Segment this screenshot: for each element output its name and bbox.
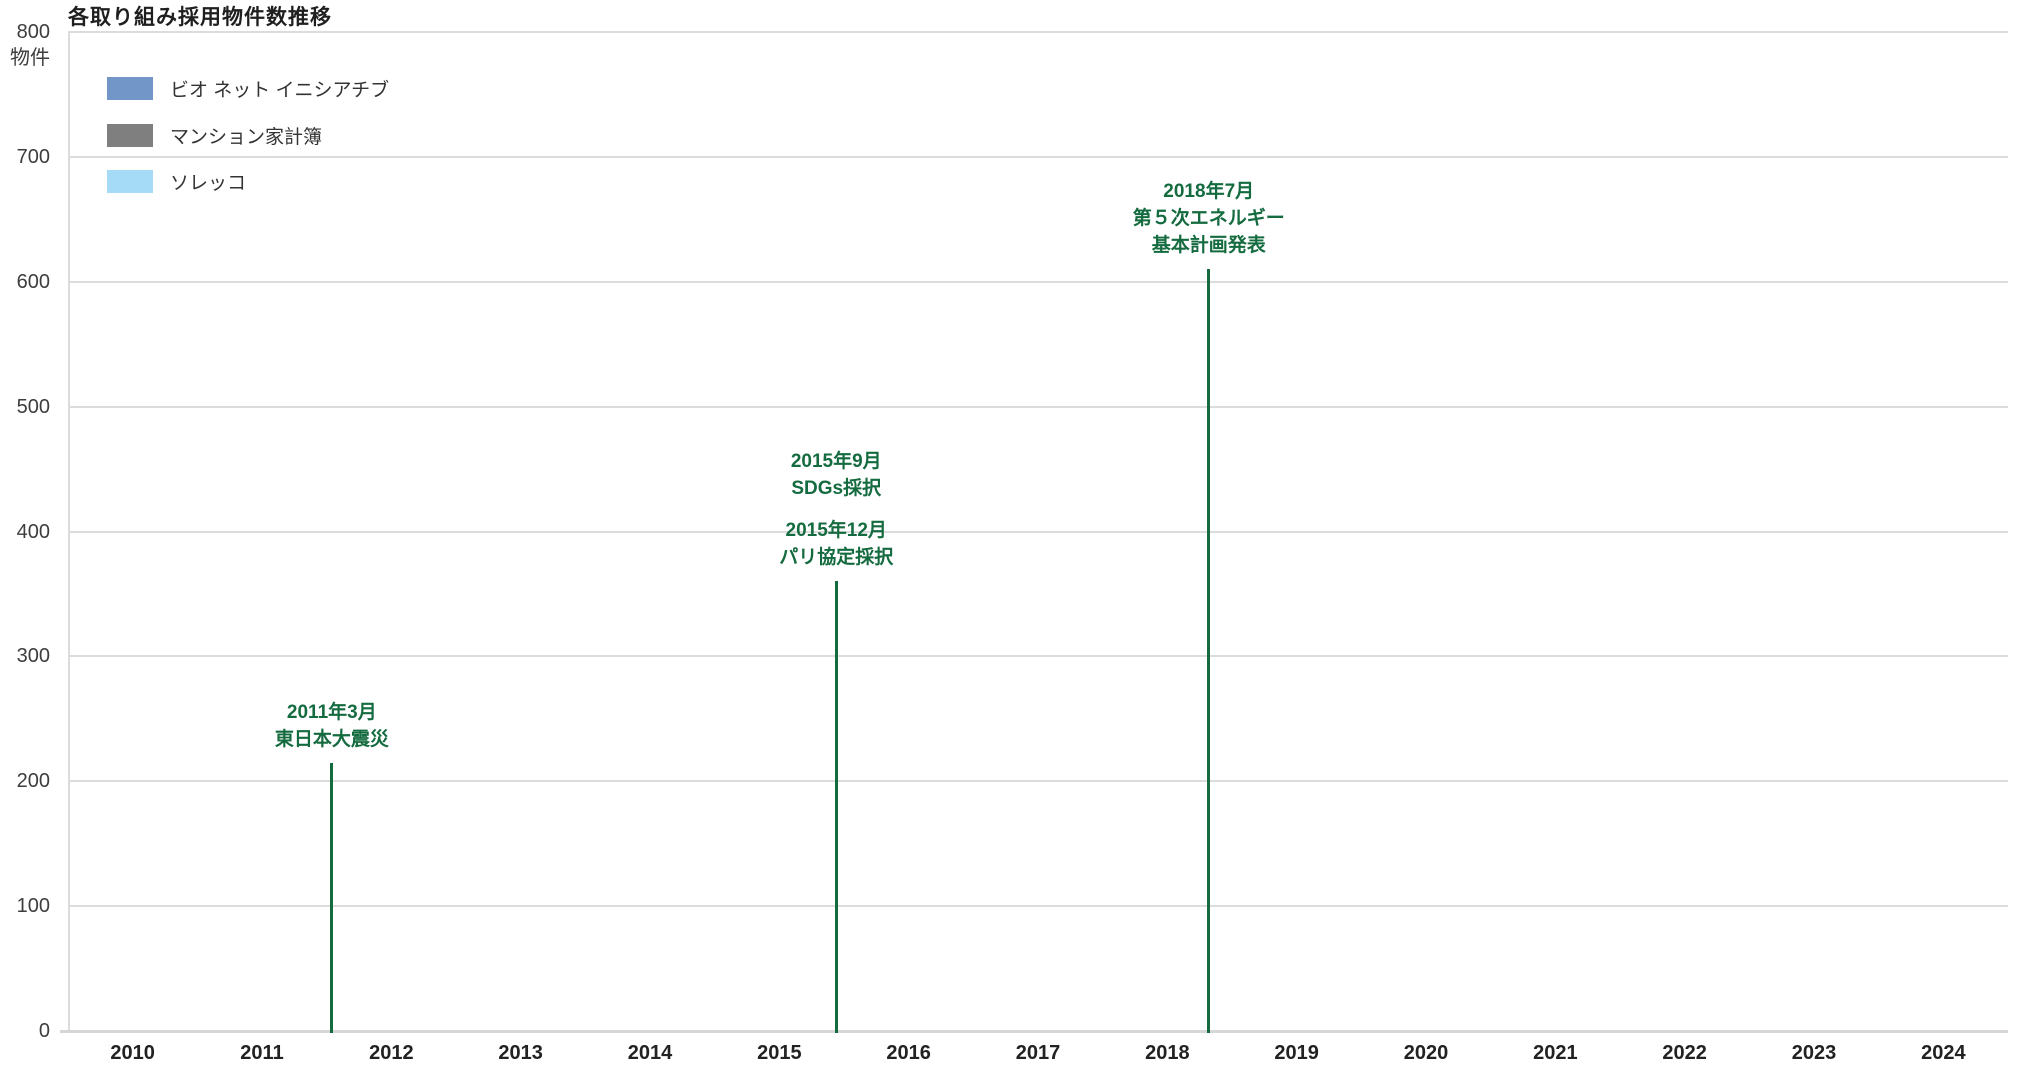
x-tick-label: 2015 <box>757 1042 802 1064</box>
gridline <box>68 405 2008 408</box>
legend-label: マンション家計簿 <box>170 127 323 148</box>
event-annotation-text: パリ協定採択 <box>779 547 894 569</box>
x-axis-line <box>60 1030 2008 1033</box>
y-tick-label: 600 <box>16 270 50 293</box>
event-annotation-text: 2015年12月 <box>785 520 887 542</box>
event-annotation: 2015年9月 SDGs採択 2015年12月パリ協定採択 <box>666 448 1006 571</box>
gridline <box>68 530 2008 533</box>
chart-title: 各取り組み採用物件数推移 <box>68 6 332 29</box>
event-marker-line <box>330 762 334 1033</box>
event-marker-line <box>1207 269 1211 1033</box>
y-tick-label: 200 <box>16 770 50 793</box>
event-annotation-text: 2015年9月 <box>790 451 882 473</box>
x-tick-label: 2010 <box>110 1042 155 1064</box>
gridline <box>68 655 2008 658</box>
x-tick-label: 2011 <box>240 1042 284 1064</box>
event-annotation-text: 基本計画発表 <box>1151 235 1266 257</box>
x-tick-label: 2014 <box>627 1042 673 1064</box>
event-annotation-text: 第５次エネルギー <box>1132 208 1285 230</box>
x-tick-label: 2016 <box>886 1042 931 1064</box>
legend-label: ソレッコ <box>170 173 247 194</box>
x-tick-label: 2017 <box>1015 1042 1061 1064</box>
event-annotation-group: 2015年12月パリ協定採択 <box>666 517 1006 571</box>
gridline <box>68 280 2008 283</box>
x-tick-label: 2018 <box>1145 1042 1190 1064</box>
legend: ビオ ネット イニシアチブ マンション家計簿 ソレッコ <box>107 75 507 195</box>
event-marker-line <box>834 581 838 1033</box>
y-tick-label: 800 <box>16 21 50 43</box>
x-tick-label: 2023 <box>1791 1042 1837 1064</box>
y-tick-label: 300 <box>16 645 50 668</box>
y-tick-label: 400 <box>16 520 50 543</box>
legend-label: ビオ ネット イニシアチブ <box>170 80 390 101</box>
y-axis-unit-label: 物件 <box>10 47 50 69</box>
legend-item-solecco: ソレッコ <box>107 168 246 195</box>
event-annotation-group: 2011年3月東日本大震災 <box>162 699 502 753</box>
gridline <box>68 155 2008 158</box>
x-tick-label: 2013 <box>498 1042 543 1064</box>
gridline <box>68 780 2008 783</box>
x-tick-label: 2019 <box>1274 1042 1319 1064</box>
y-tick-label: 700 <box>16 145 50 168</box>
legend-swatch-gray <box>107 124 153 147</box>
event-annotation-group: 2018年7月第５次エネルギー基本計画発表 <box>1039 178 1379 259</box>
x-tick-label: 2020 <box>1403 1042 1449 1064</box>
event-annotation-text: 東日本大震災 <box>274 728 389 750</box>
legend-item-bio-net-initiative: ビオ ネット イニシアチブ <box>107 75 389 102</box>
legend-swatch-blue <box>107 77 153 100</box>
gridline <box>68 905 2008 908</box>
event-annotation-text: 2011年3月 <box>286 701 377 723</box>
event-annotation-group: 2015年9月 SDGs採択 <box>666 448 1006 502</box>
event-annotation-text: SDGs採択 <box>791 478 882 500</box>
x-tick-label: 2012 <box>369 1042 414 1064</box>
y-tick-label: 100 <box>16 895 50 918</box>
x-tick-label: 2024 <box>1921 1042 1966 1064</box>
x-tick-label: 2022 <box>1662 1042 1707 1064</box>
y-tick-label: 500 <box>16 395 50 418</box>
legend-swatch-lightblue <box>107 170 153 193</box>
gridline <box>68 31 2008 33</box>
event-annotation: 2011年3月東日本大震災 <box>162 699 502 753</box>
y-tick-label: 0 <box>38 1020 50 1042</box>
event-annotation-text: 2018年7月 <box>1163 181 1255 203</box>
event-annotation: 2018年7月第５次エネルギー基本計画発表 <box>1039 178 1379 259</box>
legend-item-mansion-kakeibo: マンション家計簿 <box>107 122 322 149</box>
x-tick-label: 2021 <box>1533 1042 1578 1064</box>
